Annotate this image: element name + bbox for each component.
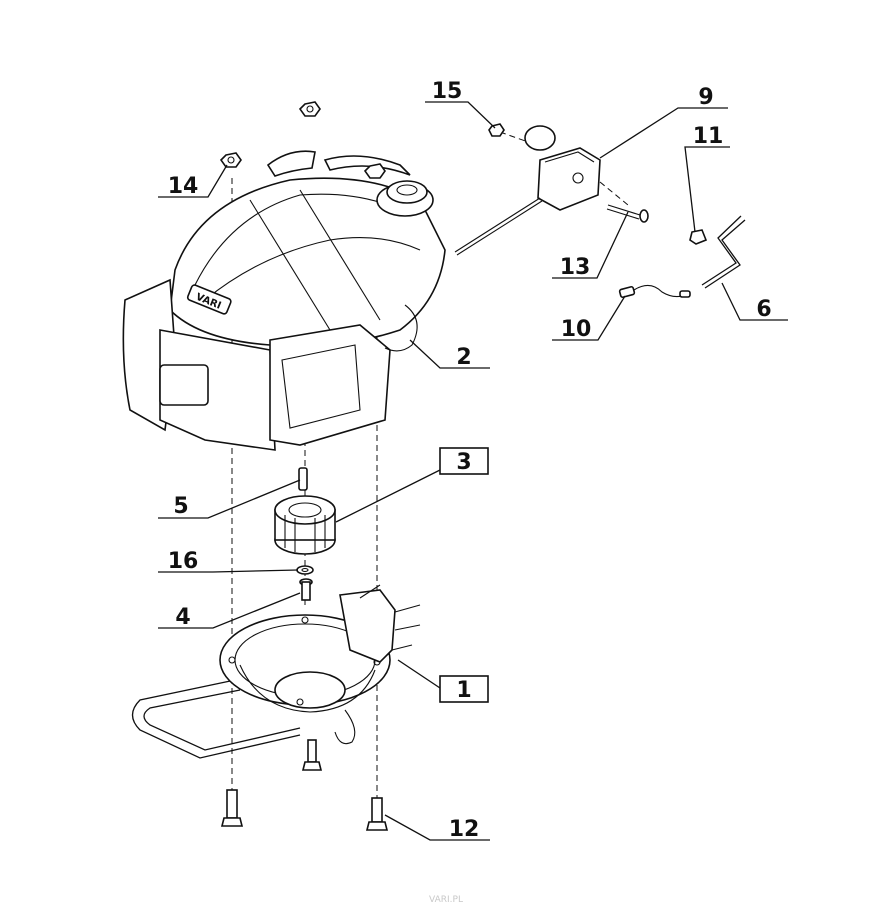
pin-part-13[interactable] <box>606 204 649 223</box>
callout-labels: 3 1 15 9 11 14 13 6 10 2 5 16 4 12 <box>168 79 772 842</box>
bolt-part-15[interactable] <box>488 123 505 137</box>
watermark: VARI.PL <box>429 895 463 905</box>
bolt-part-4[interactable] <box>299 578 313 601</box>
nut-part-14[interactable] <box>219 152 386 179</box>
deck-frame-part-1[interactable] <box>131 584 421 759</box>
washer-part-16[interactable] <box>296 565 314 575</box>
callout-6[interactable]: 6 <box>756 297 771 322</box>
engine-top-nut[interactable] <box>298 101 321 117</box>
callout-16[interactable]: 16 <box>168 549 199 574</box>
clip-part-11[interactable] <box>689 229 708 245</box>
rod-part-6[interactable] <box>701 215 746 289</box>
callout-15[interactable]: 15 <box>432 79 463 104</box>
callout-5[interactable]: 5 <box>173 494 188 519</box>
callout-1[interactable]: 1 <box>456 678 471 703</box>
callout-14[interactable]: 14 <box>168 174 199 199</box>
callout-10[interactable]: 10 <box>561 317 592 342</box>
callout-12[interactable]: 12 <box>449 817 480 842</box>
pulley-part-3[interactable] <box>274 495 336 555</box>
callout-4[interactable]: 4 <box>175 605 190 630</box>
callout-13[interactable]: 13 <box>560 255 591 280</box>
callout-box-3 <box>439 447 489 475</box>
throttle-control-part-9[interactable] <box>454 125 601 256</box>
bolt-part-12[interactable] <box>220 739 389 831</box>
callout-3[interactable]: 3 <box>456 450 471 475</box>
cable-part-10[interactable] <box>618 284 691 299</box>
leader-lines <box>158 101 788 841</box>
callout-box-1 <box>439 675 489 703</box>
engine-assembly[interactable]: VARI <box>122 150 446 451</box>
callout-11[interactable]: 11 <box>693 124 724 149</box>
key-part-5[interactable] <box>298 467 308 491</box>
callout-9[interactable]: 9 <box>698 85 713 110</box>
callout-2[interactable]: 2 <box>456 345 471 370</box>
